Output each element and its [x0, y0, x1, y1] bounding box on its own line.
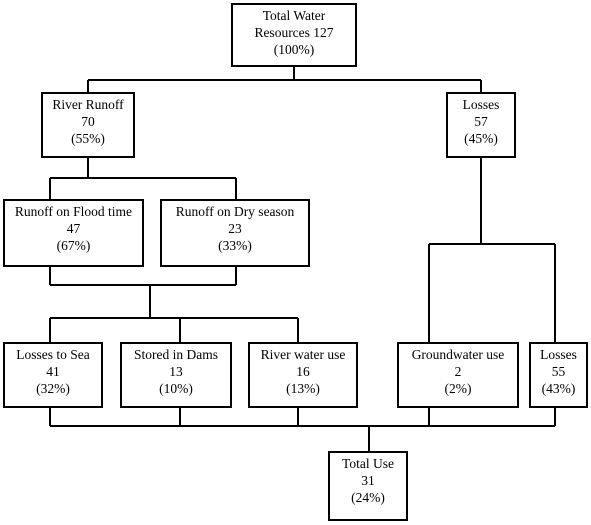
node-line: Runoff on Flood time	[14, 204, 133, 219]
node-line: 31	[361, 473, 375, 488]
node-line: (32%)	[36, 381, 70, 396]
node-line: (2%)	[444, 381, 472, 396]
node-line: Losses to Sea	[16, 347, 90, 362]
node-line: Groundwater use	[411, 347, 505, 362]
node-line: 41	[46, 364, 60, 379]
node-line: (24%)	[351, 490, 385, 505]
node-line: River water use	[260, 347, 346, 362]
node-groundwater-use: Groundwater use 2 (2%)	[397, 342, 519, 408]
node-line: 23	[228, 221, 242, 236]
node-line: 2	[454, 364, 462, 379]
node-line: Total Use	[342, 456, 394, 471]
node-losses-top: Losses 57 (45%)	[446, 92, 516, 158]
node-line: 13	[169, 364, 183, 379]
node-total-use: Total Use 31 (24%)	[328, 451, 408, 521]
node-line: 47	[66, 221, 81, 236]
node-line: (55%)	[71, 131, 105, 146]
node-river-water-use: River water use 16 (13%)	[248, 342, 358, 408]
node-line: (10%)	[159, 381, 193, 396]
node-line: 55	[551, 364, 566, 379]
node-line: (13%)	[286, 381, 320, 396]
node-line: Stored in Dams	[134, 347, 218, 362]
node-total-water-resources: Total Water Resources 127 (100%)	[231, 3, 357, 67]
node-river-runoff: River Runoff 70 (55%)	[41, 92, 135, 158]
node-losses-bottom: Losses 55 (43%)	[529, 342, 588, 408]
node-line: Runoff on Dry season	[175, 204, 295, 219]
node-line: (45%)	[464, 131, 498, 146]
node-line: 16	[296, 364, 310, 379]
node-line: River Runoff	[52, 97, 124, 112]
node-line: (33%)	[218, 238, 252, 253]
node-line: Resources 127	[254, 25, 334, 40]
node-line: (100%)	[273, 42, 315, 57]
node-line: (67%)	[56, 238, 91, 253]
node-line: Losses	[462, 97, 500, 112]
node-runoff-dry-season: Runoff on Dry season 23 (33%)	[160, 199, 310, 267]
node-line: (43%)	[541, 381, 576, 396]
node-line: 70	[81, 114, 95, 129]
node-stored-in-dams: Stored in Dams 13 (10%)	[120, 342, 232, 408]
node-line: 57	[474, 114, 488, 129]
node-runoff-flood-time: Runoff on Flood time 47 (67%)	[3, 199, 144, 267]
node-line: Total Water	[262, 8, 326, 23]
node-losses-to-sea: Losses to Sea 41 (32%)	[3, 342, 103, 408]
node-line: Losses	[540, 347, 577, 362]
